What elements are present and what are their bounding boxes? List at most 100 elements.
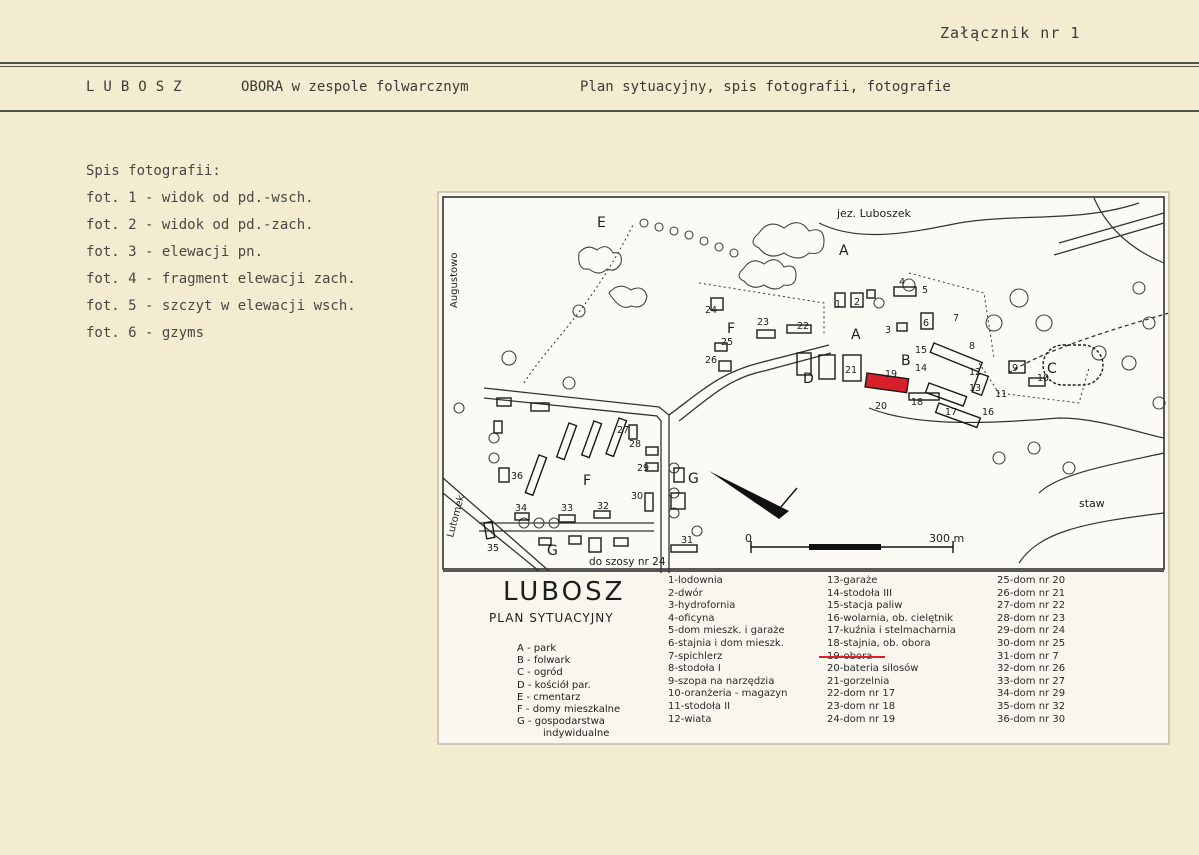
photo-item: fot. 2 - widok od pd.-zach. [86,217,314,233]
legend-column-3: 25-dom nr 20 26-dom nr 21 27-dom nr 22 2… [997,575,1065,726]
legend-entry: 7-spichlerz [668,650,723,662]
pond-label: staw [1079,497,1105,510]
legend-entry: 15-stacja paliw [827,600,903,612]
building-number: 32 [597,501,609,512]
building-number: 20 [875,401,887,412]
header-rule-bottom [0,110,1199,112]
north-arrow [709,471,798,519]
tree-symbols [453,218,1166,537]
legend-column-1: 1-lodownia 2-dwór 3-hydrofornia 4-oficyn… [668,575,787,726]
zone-letter: E [597,215,606,231]
zone-letter: D [803,371,814,387]
legend-entry: 3-hydrofornia [668,600,736,612]
scale-start: 0 [745,532,752,545]
header-document: Plan sytuacyjny, spis fotografii, fotogr… [580,79,951,95]
water [818,197,1165,564]
field-paths [523,222,1090,404]
legend-entry: 5-dom mieszk. i garaże [668,625,785,637]
annex-label: Załącznik nr 1 [940,24,1081,42]
legend-entry: 31-dom nr 7 [997,650,1059,662]
legend-zone: E - cmentarz [517,691,581,703]
building-number: 29 [637,463,649,474]
zone-letter: A [851,327,861,343]
scale-bar [750,541,954,553]
legend-zone: C - ogród [517,667,563,679]
building-number: 1 [835,299,841,310]
legend-entry: 13-garaże [827,575,878,586]
building-number: 11 [995,389,1007,400]
building-number: 27 [617,425,629,436]
legend-entry: 22-dom nr 17 [827,688,896,700]
legend-zone: G - gospodarstwa [517,716,605,728]
zone-letter: F [727,321,735,337]
legend-entry: 26-dom nr 21 [997,587,1066,599]
legend-entry: 34-dom nr 29 [997,688,1066,700]
site-plan: jez. Luboszek staw Augustowo Lutomek do … [437,191,1170,745]
site-plan-drawing: jez. Luboszek staw Augustowo Lutomek do … [442,196,1168,573]
building-number: 5 [922,285,928,296]
zone-letter: A [839,243,849,259]
legend-title: LUBOSZ [503,577,626,607]
legend-entry: 33-dom nr 27 [997,675,1066,687]
legend-column-2: 13-garaże 14-stodoła III 15-stacja paliw… [827,575,956,726]
legend-entry: 17-kuźnia i stelmacharnia [827,625,956,637]
building-number: 7 [953,313,959,324]
legend-entry: 18-stajnia, ob. obora [827,637,931,649]
lake-label: jez. Luboszek [836,207,911,220]
building-number: 15 [915,345,927,356]
zone-letter: C [1047,361,1057,377]
header-rule-top-2 [0,66,1199,67]
building-number: 14 [915,363,927,374]
road-augustowo: Augustowo [449,253,460,308]
map-legend: LUBOSZ PLAN SYTUACYJNY A - park B - folw… [443,571,1165,739]
legend-zone: indywidualne [543,728,610,740]
building-outlines [483,286,1104,553]
building-number: 25 [721,337,733,348]
building-number: 23 [757,317,769,328]
building-number: 31 [681,535,693,546]
legend-zones: A - park B - folwark C - ogród D - kości… [517,643,620,741]
building-number: 17 [945,407,957,418]
legend-entry: 12-wiata [668,713,712,725]
legend-entry: 1-lodownia [668,575,723,586]
photo-item: fot. 3 - elewacji pn. [86,244,264,260]
header-rule-top [0,62,1199,64]
building-number: 4 [899,277,905,288]
building-number: 8 [969,341,975,352]
zone-letter: F [583,473,591,489]
legend-entry: 36-dom nr 30 [997,713,1066,725]
building-number: 24 [705,305,717,316]
building-number: 36 [511,471,523,482]
building-number: 22 [797,321,809,332]
photo-item: fot. 5 - szczyt w elewacji wsch. [86,298,356,314]
legend-entry: 6-stajnia i dom mieszk. [668,637,784,649]
road-south: do szosy nr 24 [589,556,666,568]
legend-entry: 30-dom nr 25 [997,637,1066,649]
legend-entry: 9-szopa na narzędzia [668,675,775,687]
legend-zone: F - domy mieszkalne [517,704,621,716]
building-number: 10 [1037,373,1049,384]
building-number: 13 [969,383,981,394]
legend-zone: A - park [517,643,557,654]
building-number: 18 [911,397,923,408]
building-number: 34 [515,503,527,514]
legend-entry: 8-stodoła I [668,663,721,675]
photo-list-title: Spis fotografii: [86,163,221,179]
legend-entry: 16-wolarnia, ob. cielętnik [827,612,954,624]
building-number: 6 [923,318,929,329]
legend-entry: 2-dwór [668,587,703,599]
legend-entry: 35-dom nr 32 [997,700,1066,712]
highlighted-barn [864,372,910,394]
building-number: 30 [631,491,643,502]
header-object: OBORA w zespole folwarcznym [241,79,469,95]
zone-letter: B [901,353,911,369]
header-place: LUBOSZ [86,79,191,95]
legend-subtitle: PLAN SYTUACYJNY [489,611,614,625]
legend-entry: 20-bateria silosów [827,663,919,675]
legend-zone: D - kościół par. [517,679,591,691]
legend-entry: 10-oranżeria - magazyn [668,688,788,700]
legend-entry: 11-stodoła II [668,700,731,712]
legend-zone: B - folwark [517,655,571,667]
building-number: 3 [885,325,891,336]
